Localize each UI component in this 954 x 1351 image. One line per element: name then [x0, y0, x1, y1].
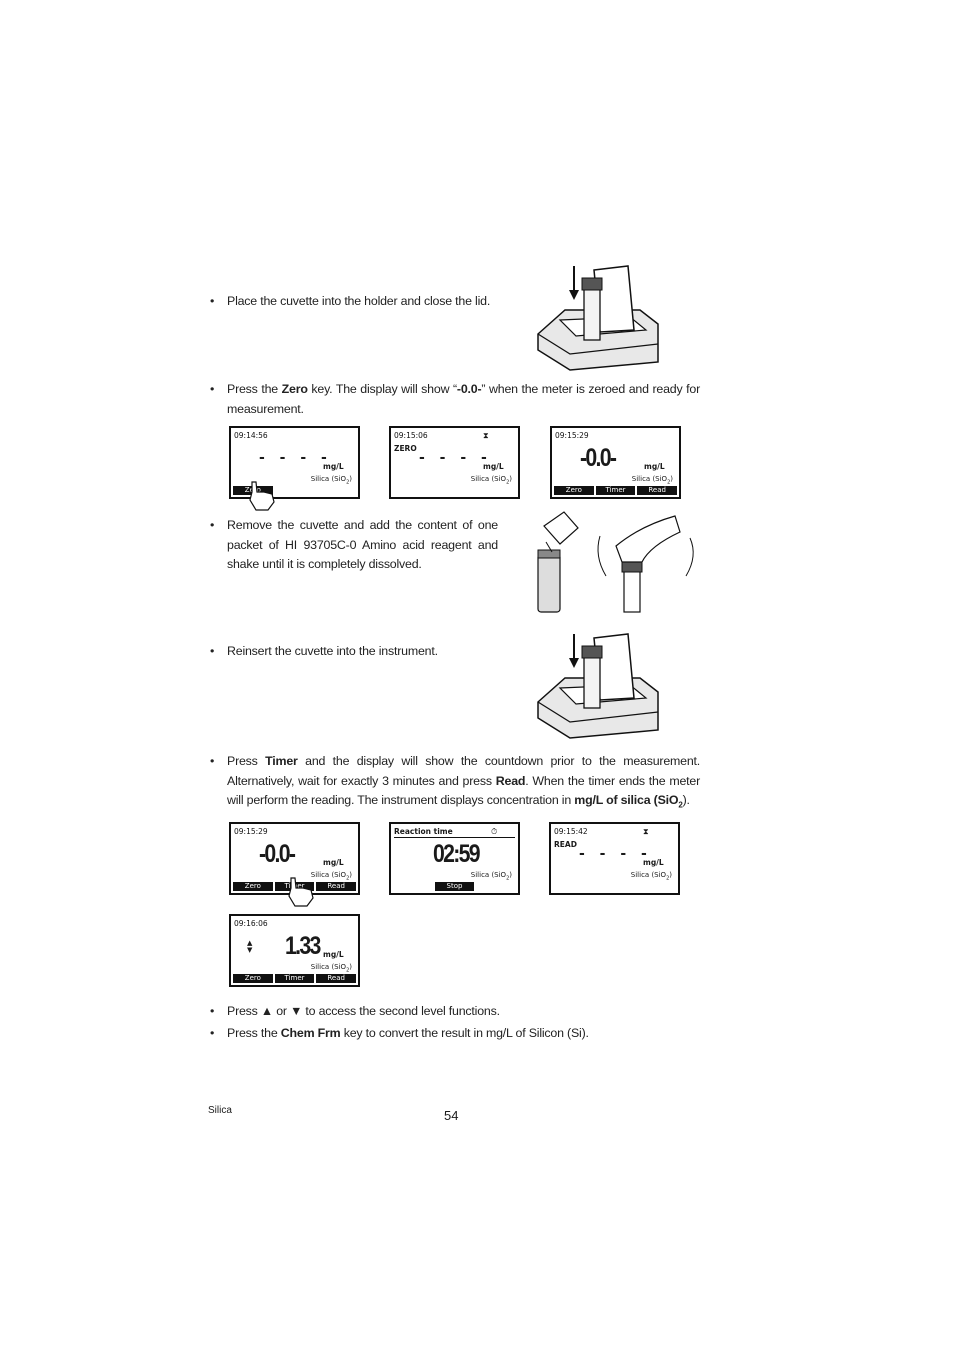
- softkey-zero[interactable]: Zero: [233, 882, 273, 891]
- softkey-timer[interactable]: Timer: [595, 486, 636, 495]
- divider: [394, 837, 515, 838]
- lcd-screen-result: 09:16:06 ▲▼ 1.33 mg/L Silica (SiO2) Zero…: [229, 914, 360, 987]
- lcd-screen-zeroed: 09:15:29 -0.0- mg/L Silica (SiO2) Zero T…: [550, 426, 681, 499]
- step-press-timer: • Press Timer and the display will show …: [210, 754, 701, 810]
- softkey-zero[interactable]: Zero: [554, 486, 594, 495]
- softkey-bar: Stop: [393, 882, 516, 891]
- softkey-empty: [316, 486, 356, 495]
- footer-section: Silica: [208, 1105, 232, 1116]
- softkey-read[interactable]: Read: [316, 974, 357, 983]
- softkey-stop[interactable]: Stop: [434, 882, 475, 891]
- hourglass-icon: ⧗: [643, 827, 649, 836]
- lcd-screen-reaction-time: Reaction time ⏱ 02:59 Silica (SiO2) Stop: [389, 822, 520, 895]
- softkey-zero[interactable]: Zero: [233, 974, 273, 983]
- pointing-hand-icon: [249, 481, 275, 511]
- meter-insert-cuvette-illustration: [537, 265, 659, 371]
- page-number: 54: [444, 1108, 459, 1123]
- meter-reinsert-cuvette-illustration: [537, 633, 659, 739]
- up-down-arrows-icon: ▲▼: [247, 939, 253, 954]
- softkey-bar: Zero Timer Read: [554, 486, 678, 495]
- step-press-zero: • Press the Zero key. The display will s…: [210, 382, 700, 416]
- hourglass-icon: ⧗: [483, 431, 489, 440]
- softkey-read[interactable]: Read: [316, 882, 357, 891]
- stopwatch-icon: ⏱: [491, 827, 498, 836]
- reagent-shake-illustration: [537, 511, 694, 613]
- step-add-reagent: • Remove the cuvette and add the content…: [210, 518, 498, 571]
- softkey-read[interactable]: Read: [637, 486, 678, 495]
- down-arrow-icon: ▼: [290, 1004, 303, 1018]
- pointing-hand-icon: [288, 877, 314, 907]
- softkey-bar: Zero Timer Read: [233, 974, 357, 983]
- lcd-screen-press-timer: 09:15:29 -0.0- mg/L Silica (SiO2) Zero T…: [229, 822, 360, 895]
- softkey-timer[interactable]: Timer: [274, 974, 315, 983]
- lcd-screen-zero: 09:15:06 ⧗ ZERO - - - - mg/L Silica (SiO…: [389, 426, 520, 499]
- up-arrow-icon: ▲: [260, 1004, 273, 1018]
- lcd-screen-read: 09:15:42 ⧗ READ - - - - mg/L Silica (SiO…: [549, 822, 680, 895]
